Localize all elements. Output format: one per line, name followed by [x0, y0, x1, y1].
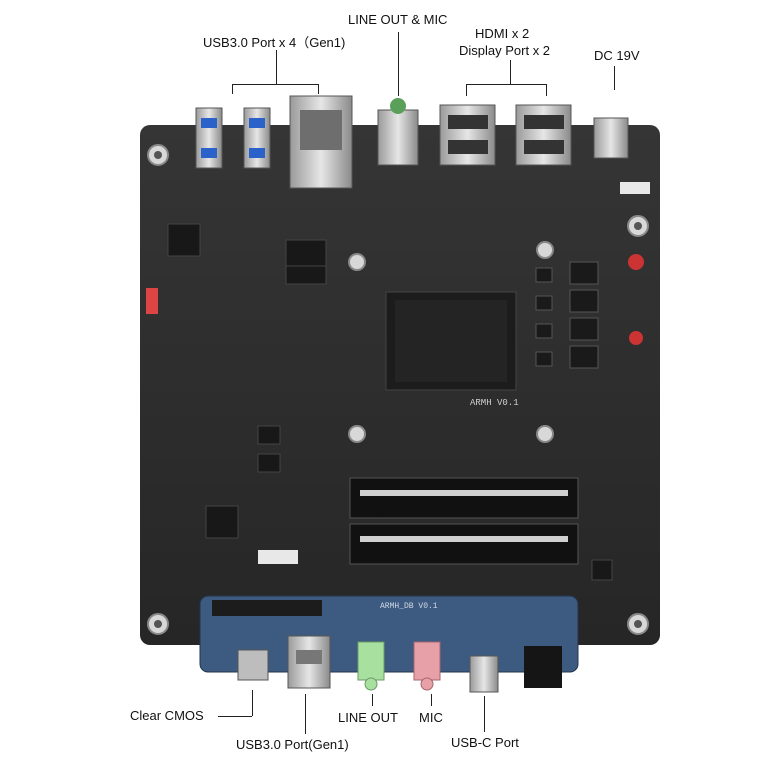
- mic-jack: [413, 641, 441, 681]
- callout-line-audio-top: [398, 32, 399, 96]
- label-usb-c: USB-C Port: [451, 735, 519, 750]
- dc-jack: [593, 117, 629, 159]
- vrm-chokes: [535, 261, 599, 369]
- callout-line-cmos-h: [218, 716, 252, 717]
- callout-line-hdmi-l: [466, 84, 467, 96]
- board-model-silkscreen: ARMH V0.1: [470, 398, 519, 408]
- callout-line-mic: [431, 694, 432, 706]
- callout-line-usb-top-r: [318, 84, 319, 94]
- label-clear-cmos: Clear CMOS: [130, 708, 204, 723]
- callout-line-usb-top-h: [232, 84, 318, 85]
- io-board-silkscreen: ARMH_DB V0.1: [380, 602, 438, 611]
- usb3-stack-left: [195, 107, 223, 169]
- callout-line-cmos-v: [252, 690, 253, 716]
- callout-line-hdmi-v: [510, 60, 511, 84]
- callout-line-hdmi-h: [466, 84, 546, 85]
- usb3-stack-right: [243, 107, 271, 169]
- audio-jack-top: [377, 109, 419, 166]
- line-out-jack: [357, 641, 385, 681]
- callout-line-usb-front: [305, 694, 306, 734]
- label-line-out-mic: LINE OUT & MIC: [348, 12, 448, 27]
- mounting-holes: [147, 144, 649, 635]
- label-hdmi-x2: HDMI x 2: [475, 26, 530, 41]
- callout-line-lineout: [372, 694, 373, 706]
- callout-line-hdmi-r: [546, 84, 547, 96]
- callout-line-dc: [614, 66, 615, 90]
- callout-line-usb-top-v: [276, 50, 277, 84]
- sodimm-slots: [349, 477, 579, 565]
- label-display-port-x2: Display Port x 2: [459, 43, 551, 58]
- hdmi-dp-stack-1: [439, 104, 496, 166]
- clear-cmos-button: [237, 649, 269, 681]
- label-dc-19v: DC 19V: [594, 48, 640, 63]
- hdmi-dp-stack-2: [515, 104, 572, 166]
- callout-line-usbc: [484, 696, 485, 732]
- label-usb3-x4: USB3.0 Port x 4（Gen1): [203, 35, 346, 50]
- label-line-out: LINE OUT: [338, 710, 398, 725]
- label-usb3-front: USB3.0 Port(Gen1): [236, 737, 349, 752]
- usb-c-port: [469, 655, 499, 693]
- label-mic: MIC: [419, 710, 443, 725]
- callout-line-usb-top-l: [232, 84, 233, 94]
